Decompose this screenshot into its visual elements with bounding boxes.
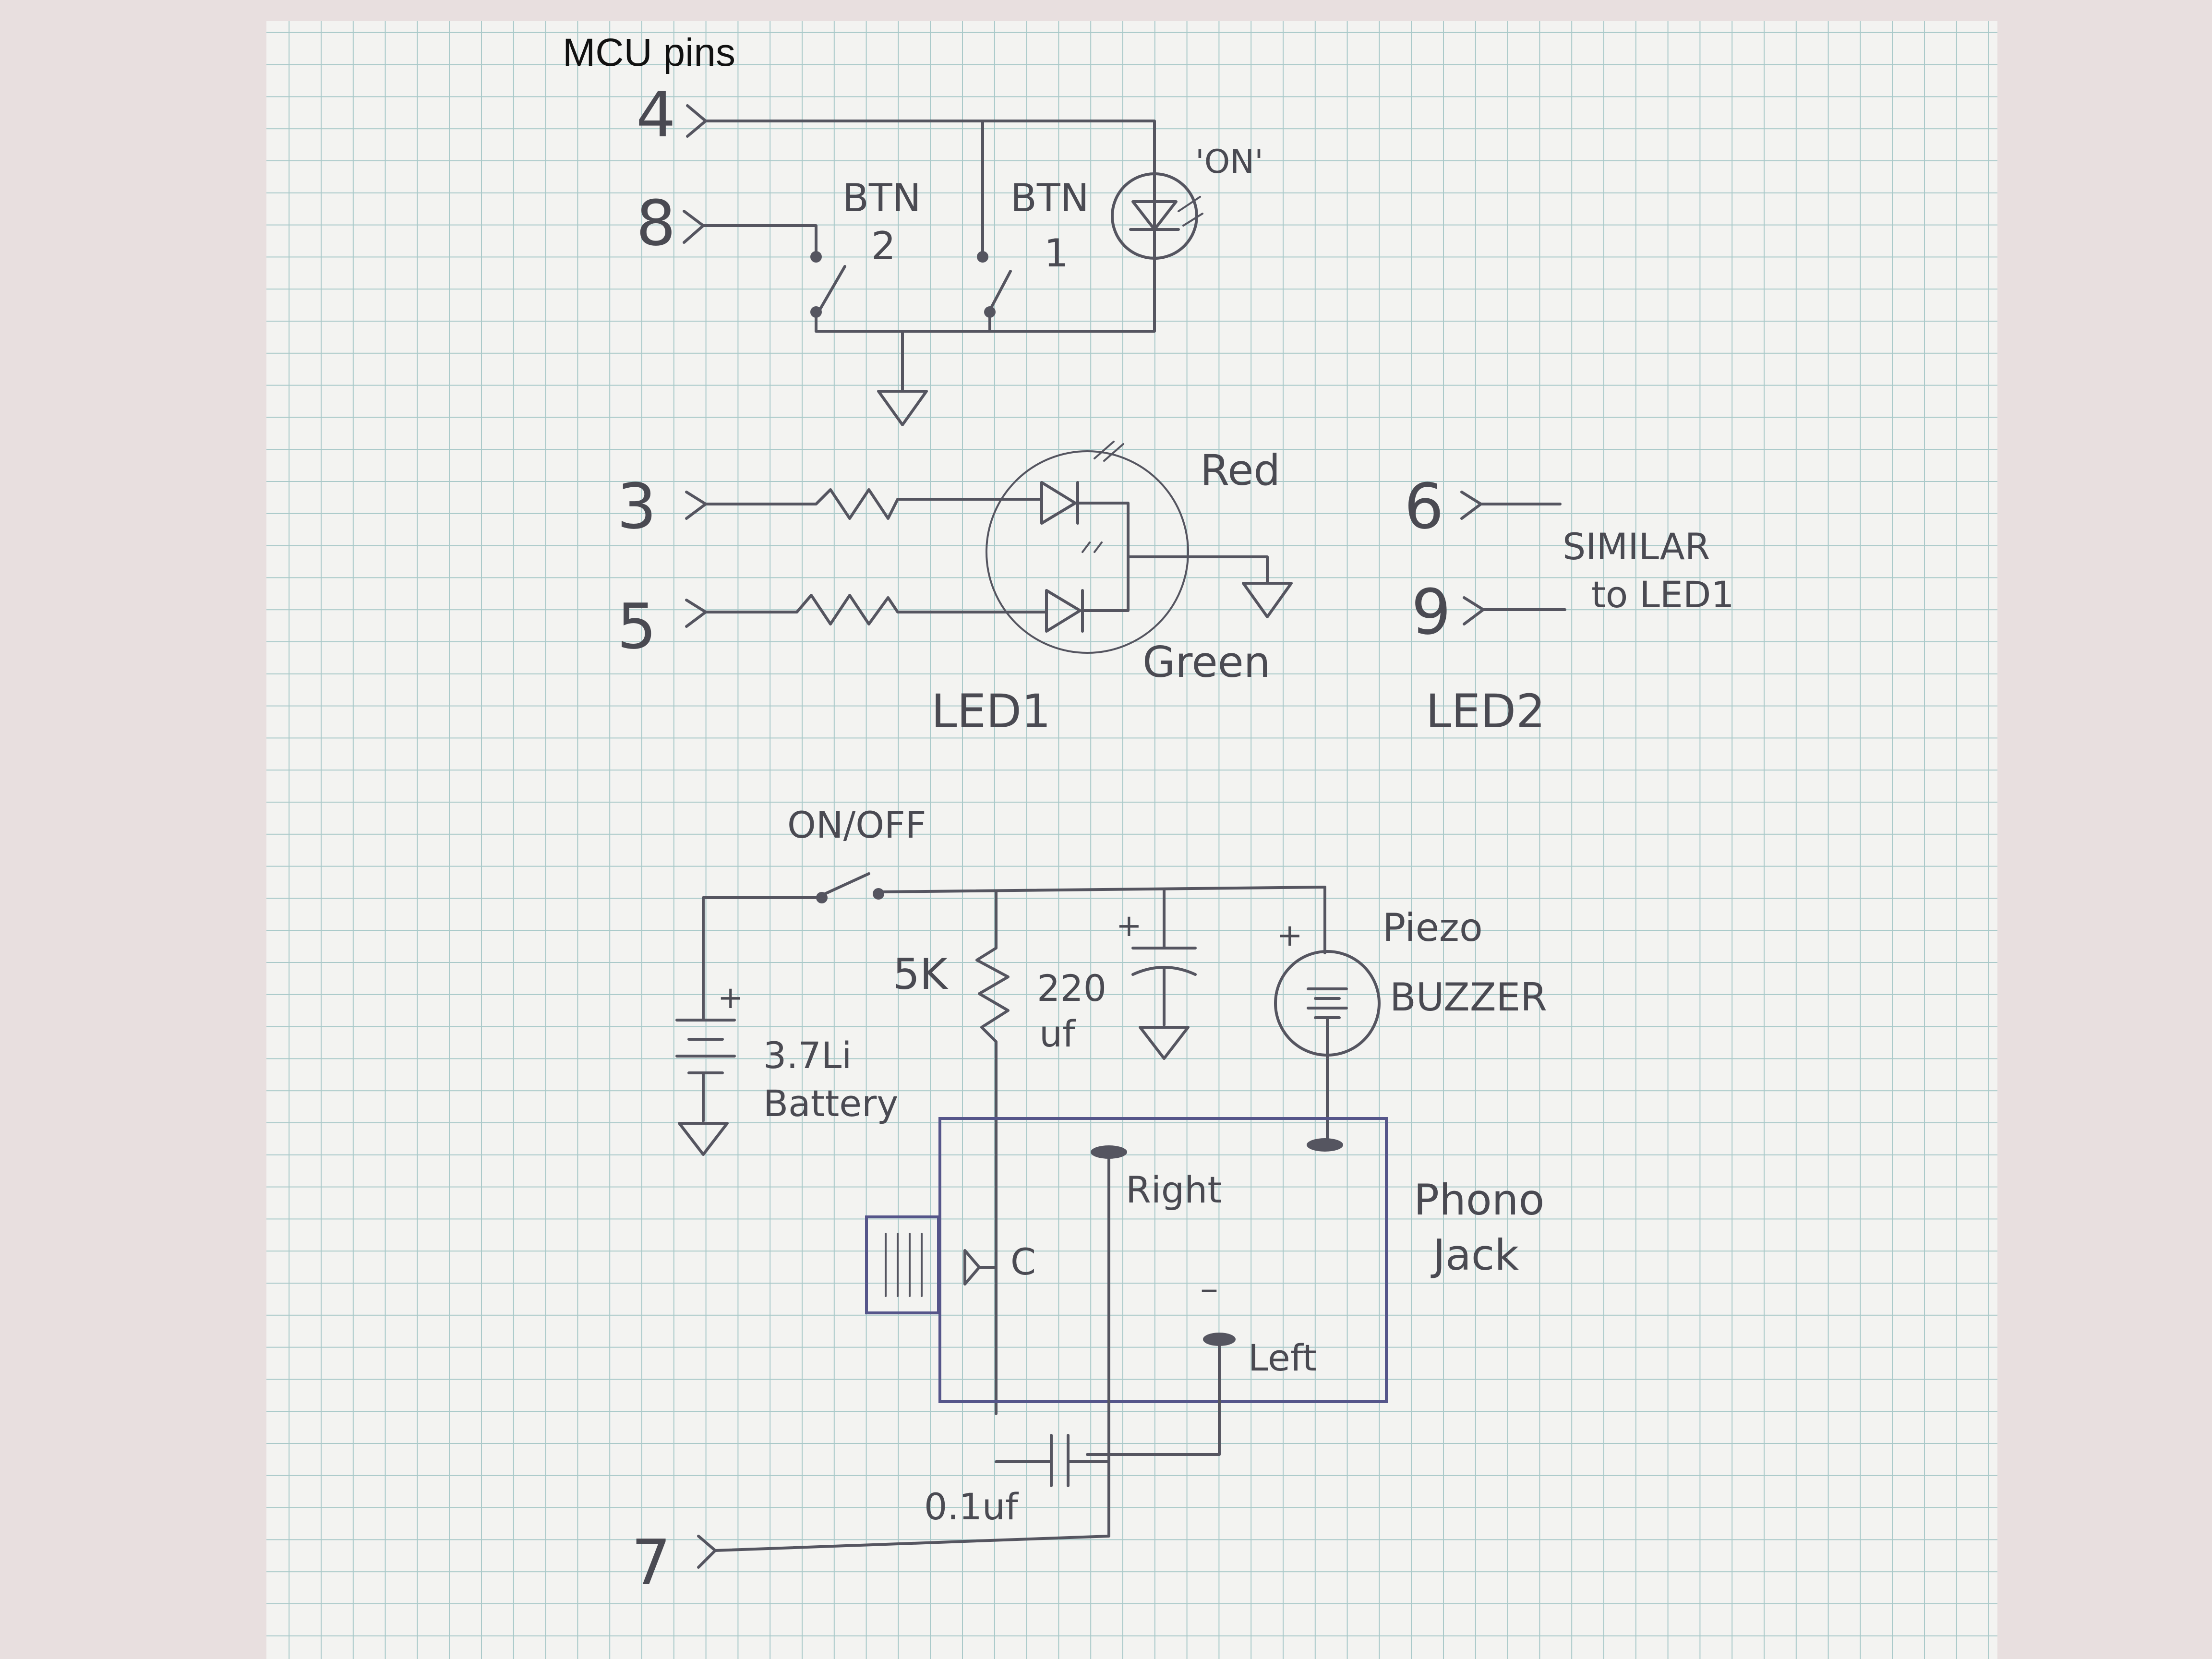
jack-c-label: C (1010, 1240, 1036, 1283)
mcu-pins-label: MCU pins (563, 31, 735, 74)
buzzer-label-line2: BUZZER (1390, 975, 1547, 1020)
pin-7-arrow (697, 1535, 717, 1569)
battery-label-line2: Battery (763, 1082, 898, 1125)
pin-7-label: 7 (631, 1526, 671, 1599)
pin-4-label: 4 (636, 78, 676, 151)
cap-01-label: 0.1uf (924, 1485, 1019, 1528)
on-led-body (1111, 172, 1198, 260)
led1-green-label: Green (1142, 637, 1271, 687)
pin-4-wire (704, 120, 1156, 333)
pin-9-label: 9 (1411, 576, 1451, 649)
jack-right-label: Right (1126, 1168, 1222, 1211)
on-led-label: 'ON' (1195, 143, 1263, 181)
ground-icon-2 (1242, 582, 1293, 618)
led1-name-label: LED1 (931, 685, 1051, 738)
led1-rays-icon (1082, 441, 1124, 553)
buzzer-icon (1307, 987, 1348, 1144)
jack-left-label: Left (1248, 1336, 1317, 1379)
led2-note-line2: to LED1 (1591, 573, 1734, 616)
jack-name-line1: Phono (1414, 1175, 1544, 1225)
cap-220-label-line2: uf (1039, 1012, 1076, 1055)
btn1-number: 1 (1044, 231, 1069, 276)
battery-label-line1: 3.7Li (763, 1034, 852, 1077)
resistor-5k-icon (975, 890, 1010, 1415)
jack-minus: – (1200, 1267, 1218, 1310)
jack-name-line2: Jack (1431, 1230, 1519, 1280)
on-off-lever (820, 872, 870, 897)
jack-left-wire (1086, 1338, 1221, 1456)
led2-name-label: LED2 (1426, 685, 1545, 738)
btn1-lever (987, 270, 1012, 313)
led1-common-wire (1076, 502, 1269, 612)
jack-right-wire (714, 1151, 1110, 1552)
jack-ground-terminal (1307, 1138, 1343, 1152)
pin-5-label: 5 (617, 590, 657, 663)
pin-5-wire (704, 594, 1048, 625)
main-rail (877, 886, 1326, 893)
btn2-title: BTN (842, 176, 921, 220)
led2-note-line1: SIMILAR (1563, 525, 1710, 568)
pin-6-label: 6 (1404, 470, 1444, 543)
btn1-title: BTN (1010, 176, 1089, 220)
cap-01-icon (995, 1434, 1110, 1487)
buzzer-plus: + (1277, 918, 1303, 953)
btn2-contact-top (810, 251, 822, 263)
on-off-switch-label: ON/OFF (787, 804, 926, 846)
ground-icon-1 (877, 390, 928, 426)
pin-3-wire (704, 488, 1043, 520)
main-rail-left (702, 896, 822, 926)
ground-icon-3 (678, 1122, 729, 1156)
graph-grid (266, 21, 1997, 1659)
jack-c-terminal (963, 1249, 998, 1286)
btn2-number: 2 (871, 224, 896, 268)
cap-220-icon (1131, 888, 1197, 1026)
power-section: ON/OFF + 3.7Li Battery 5K 220 uf + + Pie… (631, 804, 1547, 1599)
button-section: 4 8 BTN 2 BTN 1 'ON' (636, 78, 1263, 426)
phono-jack-plug-icon (865, 1215, 940, 1314)
pin-8-label: 8 (636, 187, 676, 260)
pin-8-wire (702, 224, 817, 258)
btn2-lever (817, 265, 846, 313)
cap-220-plus: + (1116, 908, 1142, 944)
led1-red-label: Red (1200, 445, 1280, 495)
battery-icon (675, 923, 736, 1122)
on-off-contact-right (873, 888, 884, 900)
ground-icon-4 (1139, 1026, 1190, 1060)
battery-plus: + (718, 980, 744, 1016)
phono-jack-plug-lines-icon (885, 1233, 923, 1297)
on-led-diode-icon (1129, 200, 1180, 231)
led1-body (986, 450, 1189, 654)
btn1-contact-top (977, 251, 988, 263)
on-led-rays-icon (1178, 196, 1203, 227)
resistor-5k-label: 5K (893, 950, 949, 999)
buzzer-label-line1: Piezo (1382, 905, 1483, 950)
cap-220-label-line1: 220 (1037, 967, 1106, 1010)
led-section: 3 5 Red Green LED1 6 9 SIMILAR to LED1 L… (617, 441, 1734, 738)
pin-3-label: 3 (617, 470, 657, 543)
